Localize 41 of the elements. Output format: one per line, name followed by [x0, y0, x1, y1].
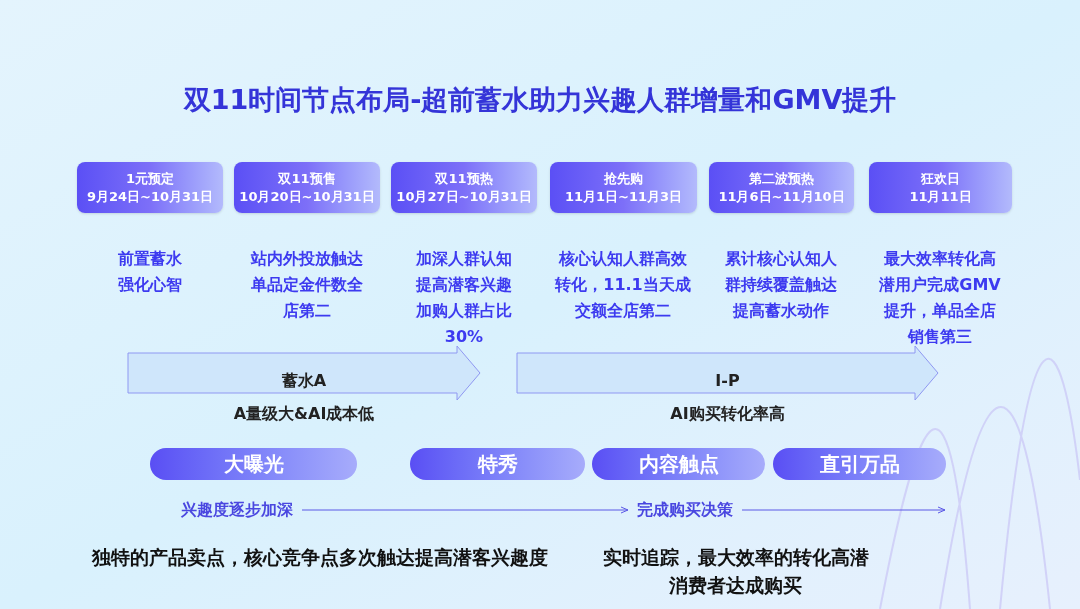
phase-title: 第二波预热	[749, 169, 814, 188]
date-range: 10月20日~10月31日	[239, 187, 375, 206]
phase-title: 双11预热	[435, 169, 493, 188]
phase-description: 核心认知人群高效转化，11.1当天成交额全店第二	[554, 248, 692, 322]
date-range: 11月1日~11月3日	[564, 187, 683, 206]
date-box	[709, 162, 854, 213]
date-range: 10月27日~10月31日	[396, 187, 532, 206]
date-box	[550, 162, 697, 213]
flow-text: 完成购买决策	[634, 498, 736, 522]
date-range: 11月6日~11月10日	[718, 187, 845, 206]
summary-text: 实时追踪，最大效率的转化高潜消费者达成购买	[601, 545, 870, 598]
block-arrow	[127, 345, 481, 401]
phase-description: 前置蓄水强化心智	[117, 248, 183, 296]
stage-pill: 内容触点	[592, 448, 765, 480]
arrow-label: 蓄水A	[280, 371, 328, 391]
date-range: 9月24日~10月31日	[86, 187, 214, 206]
arrow-caption: A量级大&AI成本低	[232, 403, 376, 425]
block-arrow	[516, 345, 939, 401]
date-box	[391, 162, 537, 213]
stage-pill: 大曝光	[150, 448, 357, 480]
summary-text: 独特的产品卖点，核心竞争点多次触达提高潜客兴趣度	[90, 545, 549, 570]
flow-arrow	[741, 506, 946, 514]
flow-arrow	[301, 506, 629, 514]
date-box	[869, 162, 1012, 213]
phase-title: 狂欢日	[921, 169, 960, 188]
date-box	[77, 162, 223, 213]
slide-title: 双11时间节点布局-超前蓄水助力兴趣人群增量和GMV提升	[182, 83, 898, 117]
stage-pill: 直引万品	[773, 448, 946, 480]
phase-title: 抢先购	[604, 169, 643, 188]
phase-description: 累计核心认知人群持续覆盖触达提高蓄水动作	[724, 248, 838, 322]
phase-title: 双11预售	[278, 169, 336, 188]
phase-description: 站内外投放触达单品定金件数全店第二	[249, 248, 364, 322]
date-range: 11月11日	[909, 187, 972, 206]
phase-title: 1元预定	[125, 169, 174, 188]
arrow-label: I-P	[714, 371, 741, 391]
flow-text: 兴趣度逐步加深	[178, 498, 296, 522]
arrow-caption: AI购买转化率高	[669, 403, 786, 425]
stage-pill: 特秀	[410, 448, 585, 480]
phase-description: 最大效率转化高潜用户完成GMV提升，单品全店销售第三	[879, 248, 1001, 348]
phase-description: 加深人群认知提高潜客兴趣加购人群占比30%	[414, 248, 513, 348]
date-box	[234, 162, 380, 213]
